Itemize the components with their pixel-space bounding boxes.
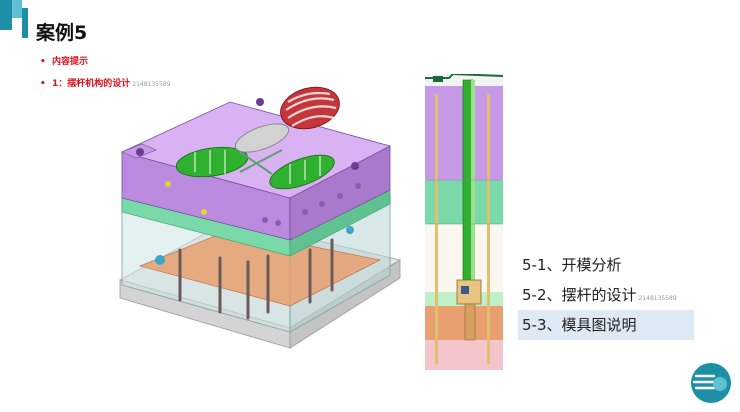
- corner-decoration-bar-light: [12, 0, 22, 18]
- menu-item-label: 5-1、开模分析: [522, 256, 622, 274]
- bullet-text: 1：摆杆机构的设计: [52, 79, 131, 89]
- corner-decoration-bar: [0, 0, 12, 30]
- mold-section-view: [425, 74, 503, 370]
- menu-item-mold-drawing[interactable]: 5-3、模具图说明: [518, 310, 694, 340]
- menu-item-label: 5-2、摆杆的设计: [522, 286, 637, 304]
- mold-3d-illustration: [118, 86, 402, 349]
- bullet-text: 内容提示: [52, 57, 89, 67]
- corner-decoration-bar-thin: [22, 8, 28, 38]
- brand-logo-icon: [691, 363, 731, 403]
- bullet-content-hint: •内容提示: [40, 57, 89, 67]
- menu-item-open-analysis[interactable]: 5-1、开模分析: [518, 250, 694, 280]
- slide-title: 案例5: [36, 22, 88, 44]
- watermark-text: 2148135589: [132, 81, 171, 88]
- watermark-text: 2148135589: [638, 295, 677, 302]
- menu-item-label: 5-3、模具图说明: [522, 316, 637, 334]
